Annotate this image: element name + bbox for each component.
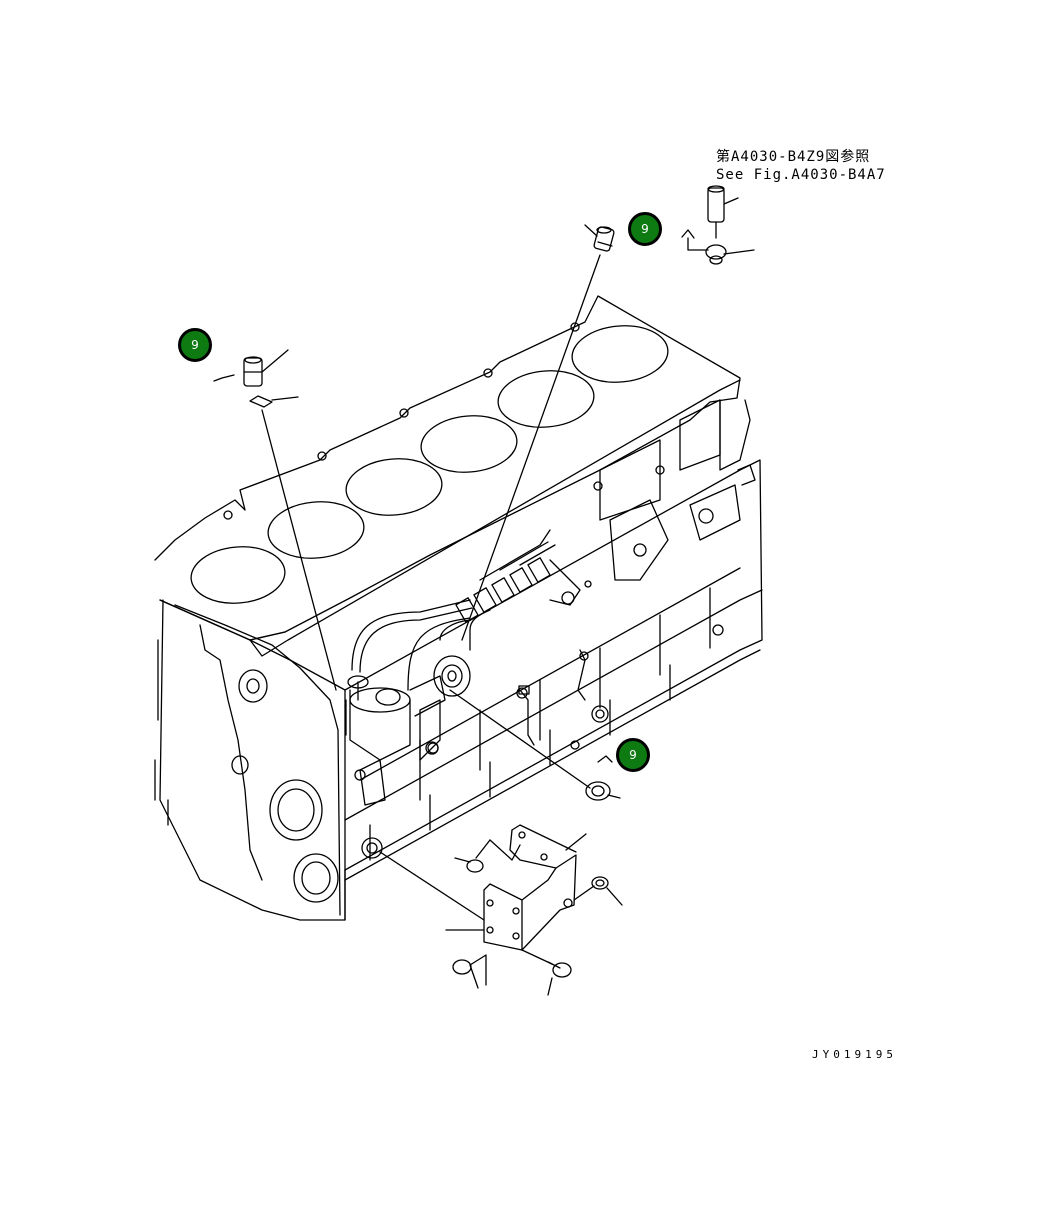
cylinder-bore-1 xyxy=(190,546,286,604)
cylinder-head-deck xyxy=(154,295,741,641)
drawing-id: JY019195 xyxy=(812,1048,897,1061)
front-face xyxy=(159,599,346,921)
sensor-part-top-right xyxy=(681,185,755,265)
bolt-3 xyxy=(521,949,572,996)
injection-pump xyxy=(345,529,592,806)
sleeve-part-left xyxy=(213,349,337,691)
cylinder-bore-5 xyxy=(497,370,595,428)
reference-jp: 第A4030-B4Z9図参照 xyxy=(716,149,871,165)
sleeve-part-top xyxy=(461,224,615,641)
bolt-1 xyxy=(454,839,521,873)
cylinder-bore-3 xyxy=(345,458,443,516)
nut-part xyxy=(573,876,623,906)
cylinder-bore-6 xyxy=(571,325,669,383)
callout-badge-top-right[interactable]: 9 xyxy=(628,212,662,246)
callout-badge-bottom[interactable]: 9 xyxy=(616,738,650,772)
mounting-bracket xyxy=(379,824,587,951)
callout-badge-left[interactable]: 9 xyxy=(178,328,212,362)
cylinder-bore-2 xyxy=(267,501,365,559)
engine-block xyxy=(154,295,763,921)
sensor-wire xyxy=(518,649,589,746)
bolt-2 xyxy=(452,954,487,989)
cylinder-bore-4 xyxy=(420,415,518,473)
side-face xyxy=(344,459,763,871)
reference-en: See Fig.A4030-B4A7 xyxy=(716,167,886,183)
plug-part xyxy=(449,689,621,801)
